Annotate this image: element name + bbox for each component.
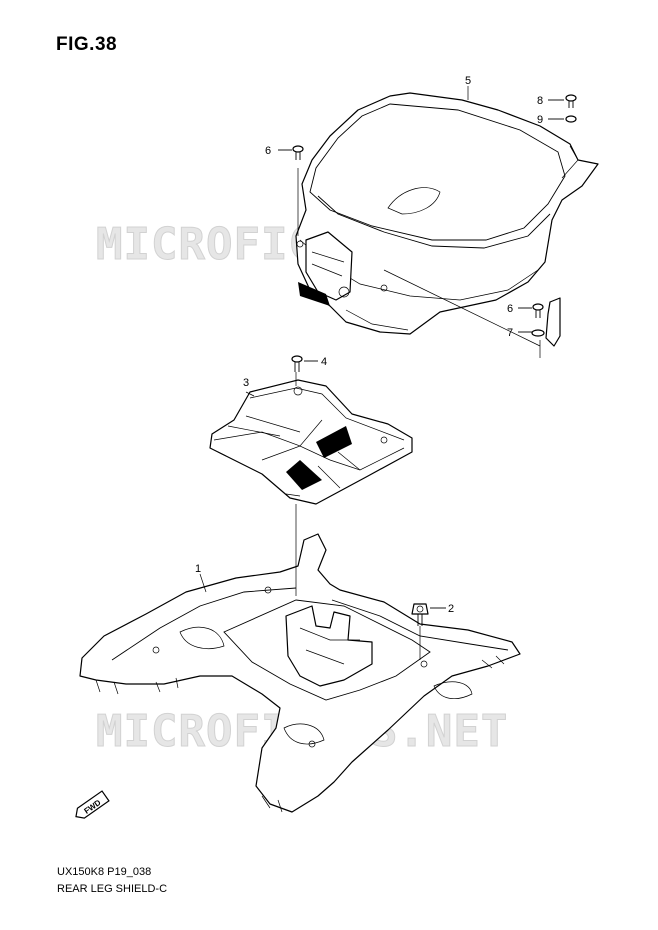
model-code: UX150K8 P19_038 xyxy=(57,866,152,878)
section-name: REAR LEG SHIELD-C xyxy=(57,883,168,895)
callout-9: 9 xyxy=(537,114,543,126)
figure-title: FIG.38 xyxy=(56,34,118,55)
part-9-washer[interactable] xyxy=(548,115,577,123)
callout-7: 7 xyxy=(507,327,513,339)
callout-2: 2 xyxy=(448,603,454,615)
part-3-cover[interactable] xyxy=(209,379,413,505)
bracket[interactable] xyxy=(545,297,561,347)
callout-3: 3 xyxy=(243,377,249,389)
part-6-screw-right[interactable] xyxy=(518,303,544,318)
part-4-screw[interactable] xyxy=(291,355,318,372)
fwd-arrow-icon: FWD xyxy=(75,790,110,819)
callout-6-right: 6 xyxy=(507,303,513,315)
callout-5: 5 xyxy=(465,75,471,87)
callout-8: 8 xyxy=(537,95,543,107)
callout-4: 4 xyxy=(321,356,327,368)
assembly-lines xyxy=(199,86,541,660)
part-2-bolt[interactable] xyxy=(411,603,446,626)
part-5-luggage-box[interactable] xyxy=(295,92,599,335)
callout-1: 1 xyxy=(195,563,201,575)
callout-6-upper: 6 xyxy=(265,145,271,157)
part-1-rear-leg-shield[interactable] xyxy=(79,533,521,813)
part-8-screw[interactable] xyxy=(548,94,577,108)
part-7-nut[interactable] xyxy=(518,329,545,337)
part-6-screw-upper[interactable] xyxy=(278,145,304,160)
